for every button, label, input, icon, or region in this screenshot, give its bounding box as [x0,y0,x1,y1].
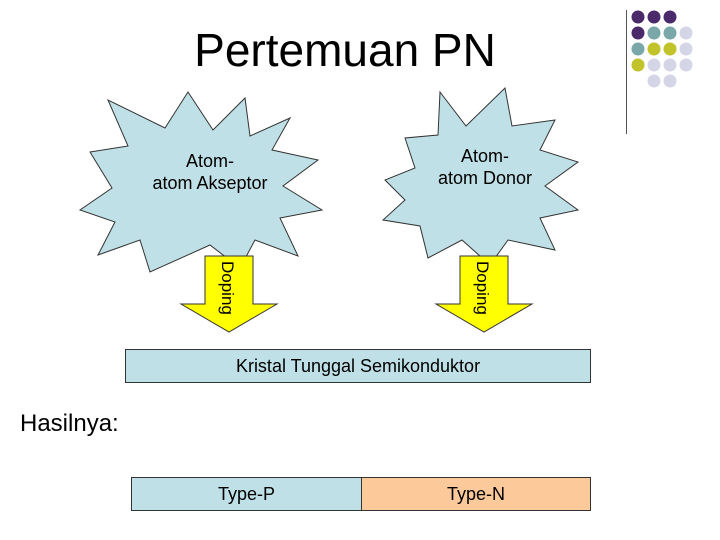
slide-title: Pertemuan PN [194,24,496,76]
decorative-divider [626,10,627,134]
donor-label-line2: atom Donor [437,168,533,188]
decorative-dot [631,10,645,24]
doping-arrow-right [434,255,534,333]
decorative-dot [647,10,661,24]
decorative-dot [647,26,661,40]
doping-label-left: Doping [218,261,237,315]
decorative-dot [631,58,645,72]
n-type-label: Type-N [446,483,506,504]
p-type-bar: Type-P [131,477,362,511]
result-label: Hasilnya: [20,410,119,437]
decorative-dot [647,58,661,72]
decorative-dot [679,26,693,40]
acceptor-label-line1: Atom- [185,151,234,171]
decorative-dot [663,10,677,24]
decorative-dot [663,42,677,56]
decorative-dot [679,58,693,72]
crystal-label: Kristal Tunggal Semikonduktor [235,355,481,376]
doping-label-right: Doping [473,261,492,315]
donor-starburst [381,86,580,266]
decorative-dot [663,74,677,88]
acceptor-label-line2: atom Akseptor [152,173,268,193]
decorative-dot [631,26,645,40]
decorative-dot [631,42,645,56]
decorative-dot [663,58,677,72]
n-type-bar: Type-N [361,477,591,511]
decorative-dot [679,42,693,56]
decorative-dot [647,74,661,88]
crystal-bar: Kristal Tunggal Semikonduktor [125,349,591,383]
p-type-label: Type-P [217,483,276,504]
decorative-dot [647,42,661,56]
doping-arrow-left [179,255,279,333]
donor-label: Atom- atom Donor [410,145,560,189]
decorative-dot-grid [631,10,693,88]
decorative-dot [663,26,677,40]
acceptor-label: Atom- atom Akseptor [130,150,290,194]
donor-label-line1: Atom- [460,146,509,166]
